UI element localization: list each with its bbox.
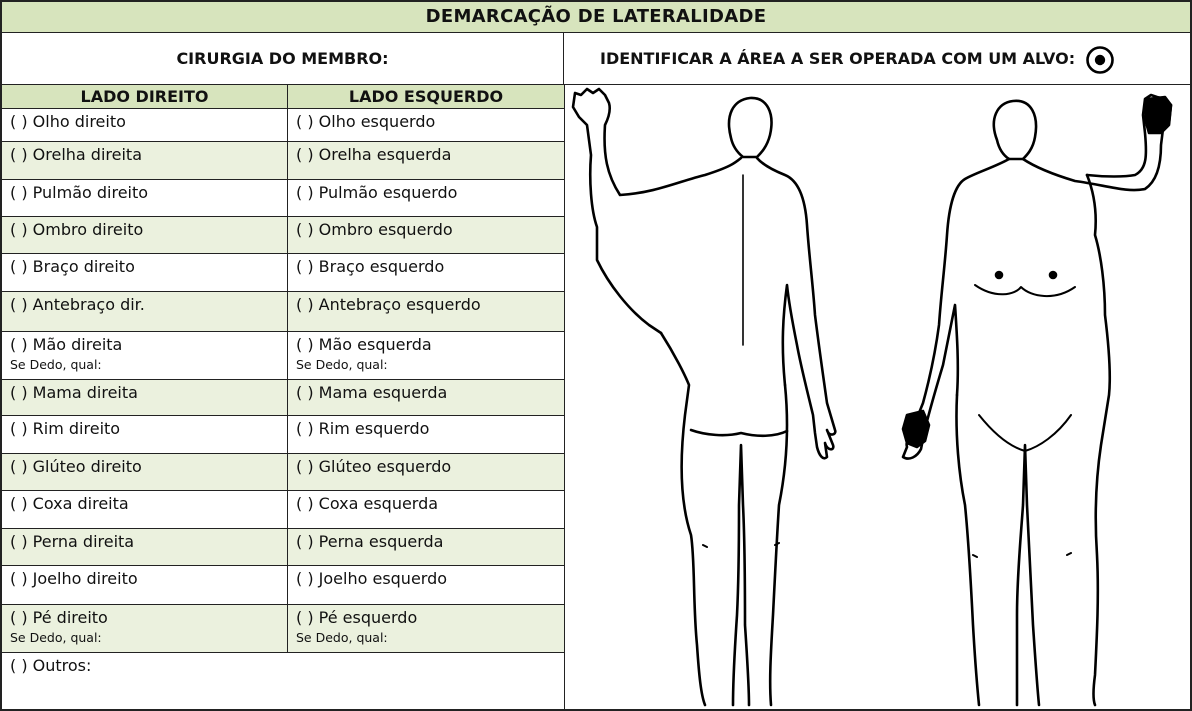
finger-field-label: Se Dedo, qual: — [296, 630, 388, 645]
raised-arm-front — [1021, 93, 1173, 192]
table-row: ( ) Braço direito ( ) Braço esquerdo — [2, 254, 564, 292]
table-row: ( ) Rim direito ( ) Rim esquerdo — [2, 416, 564, 454]
table-row: ( ) Antebraço dir. ( ) Antebraço esquerd… — [2, 292, 564, 332]
option-right-label: ( ) Pé direito — [10, 608, 108, 627]
table-row: ( ) Pé direito Se Dedo, qual: ( ) Pé esq… — [2, 605, 564, 653]
form-title: DEMARCAÇÃO DE LATERALIDADE — [2, 0, 1190, 33]
body-figure-front[interactable] — [901, 93, 1173, 707]
leg-right-back — [768, 383, 789, 707]
option-left[interactable]: ( ) Perna esquerda — [296, 532, 444, 551]
body-figure-back[interactable] — [571, 87, 837, 707]
head-front — [992, 99, 1038, 161]
column-header-left-side: LADO ESQUERDO — [288, 85, 564, 109]
option-right[interactable]: ( ) Pulmão direito — [2, 180, 288, 216]
finger-field-label: Se Dedo, qual: — [10, 357, 102, 372]
option-right[interactable]: ( ) Ombro direito — [2, 217, 288, 253]
table-row: ( ) Ombro direito ( ) Ombro esquerdo — [2, 217, 564, 254]
knee-mark — [972, 552, 1072, 558]
lowered-hand — [901, 409, 931, 449]
option-right[interactable]: ( ) Glúteo direito — [2, 454, 288, 490]
option-left-label: ( ) Mão esquerda — [296, 335, 432, 354]
raised-arm-back — [571, 87, 743, 335]
lowered-arm-back — [755, 156, 837, 460]
option-right[interactable]: ( ) Antebraço dir. — [2, 292, 288, 331]
body-diagram-area[interactable] — [564, 85, 1190, 709]
table-row: ( ) Orelha direita ( ) Orelha esquerda — [2, 142, 564, 180]
surgery-label: CIRURGIA DO MEMBRO: — [2, 33, 564, 85]
column-header-right-side: LADO DIREITO — [2, 85, 288, 109]
nipple-left — [994, 270, 1004, 280]
option-left[interactable]: ( ) Mama esquerda — [296, 383, 448, 402]
raised-hand — [1143, 95, 1173, 135]
option-right[interactable]: ( ) Braço direito — [2, 254, 288, 291]
option-left[interactable]: ( ) Braço esquerdo — [296, 257, 445, 276]
table-row: ( ) Mama direita ( ) Mama esquerda — [2, 380, 564, 416]
option-right[interactable]: ( ) Mão direita Se Dedo, qual: — [2, 332, 288, 379]
table-row: ( ) Olho direito ( ) Olho esquerdo — [2, 109, 564, 142]
option-right[interactable]: ( ) Mama direita — [2, 380, 288, 415]
option-left[interactable]: ( ) Mão esquerda Se Dedo, qual: — [288, 332, 564, 379]
option-left[interactable]: ( ) Joelho esquerdo — [296, 569, 448, 588]
option-left[interactable]: ( ) Pulmão esquerdo — [296, 183, 458, 202]
option-left[interactable]: ( ) Rim esquerdo — [296, 419, 430, 438]
target-icon — [1085, 44, 1115, 74]
option-right-label: ( ) Mão direita — [10, 335, 123, 354]
table-row-outros: ( ) Outros: — [2, 653, 564, 709]
option-right[interactable]: ( ) Joelho direito — [2, 566, 288, 604]
nipple-right — [1048, 270, 1058, 280]
option-left[interactable]: ( ) Antebraço esquerdo — [296, 295, 481, 314]
leg-left-front — [955, 393, 981, 707]
finger-field-label: Se Dedo, qual: — [10, 630, 102, 645]
table-row: ( ) Perna direita ( ) Perna esquerda — [2, 529, 564, 566]
option-left-label: ( ) Pé esquerdo — [296, 608, 418, 627]
option-other[interactable]: ( ) Outros: — [10, 656, 92, 675]
option-right[interactable]: ( ) Rim direito — [2, 416, 288, 453]
table-row: ( ) Pulmão direito ( ) Pulmão esquerdo — [2, 180, 564, 217]
target-instruction-text: IDENTIFICAR A ÁREA A SER OPERADA COM UM … — [600, 48, 1076, 68]
option-left[interactable]: ( ) Ombro esquerdo — [296, 220, 453, 239]
option-left[interactable]: ( ) Orelha esquerda — [296, 145, 452, 164]
torso-right-front — [1085, 173, 1112, 707]
table-row: ( ) Mão direita Se Dedo, qual: ( ) Mão e… — [2, 332, 564, 380]
groin-line — [978, 414, 1072, 452]
leg-inner-front — [1015, 443, 1041, 707]
table-row: ( ) Coxa direita ( ) Coxa esquerda — [2, 491, 564, 529]
chest-line — [974, 284, 1076, 297]
option-right[interactable]: ( ) Olho direito — [2, 109, 288, 141]
body-diagram[interactable] — [565, 85, 1191, 709]
option-left[interactable]: ( ) Pé esquerdo Se Dedo, qual: — [288, 605, 564, 652]
option-left[interactable]: ( ) Coxa esquerda — [296, 494, 439, 513]
head-back — [727, 96, 773, 159]
torso-left-back — [659, 331, 707, 707]
leg-inner-back — [731, 443, 751, 707]
knee-mark — [702, 542, 780, 548]
buttocks-line — [689, 428, 789, 438]
option-right[interactable]: ( ) Coxa direita — [2, 491, 288, 528]
option-left[interactable]: ( ) Glúteo esquerdo — [296, 457, 452, 476]
target-instruction: IDENTIFICAR A ÁREA A SER OPERADA COM UM … — [564, 33, 1190, 85]
option-right[interactable]: ( ) Perna direita — [2, 529, 288, 565]
option-right[interactable]: ( ) Orelha direita — [2, 142, 288, 179]
finger-field-label: Se Dedo, qual: — [296, 357, 388, 372]
table-row: ( ) Joelho direito ( ) Joelho esquerdo — [2, 566, 564, 605]
option-left[interactable]: ( ) Olho esquerdo — [296, 112, 436, 131]
option-right[interactable]: ( ) Pé direito Se Dedo, qual: — [2, 605, 288, 652]
table-row: ( ) Glúteo direito ( ) Glúteo esquerdo — [2, 454, 564, 491]
